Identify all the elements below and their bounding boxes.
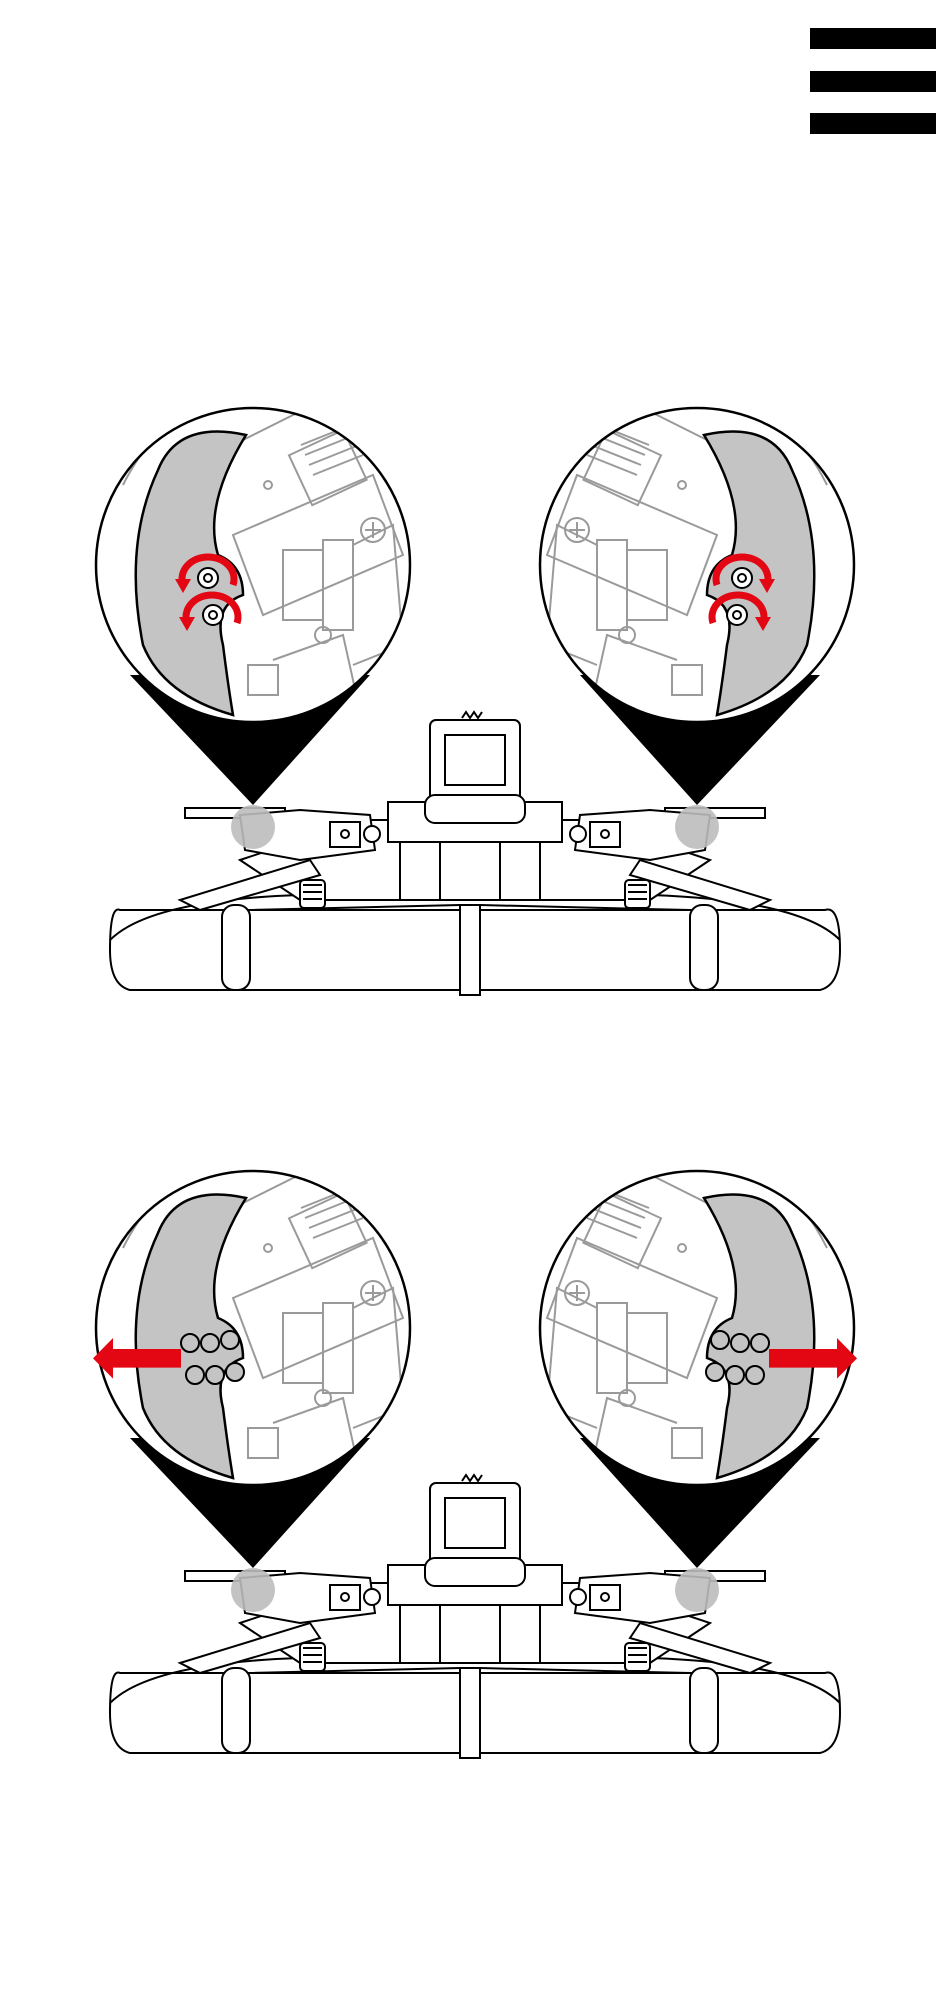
mount-point-left: [231, 805, 275, 849]
step-2: [93, 1168, 857, 1758]
mount-point-right: [675, 805, 719, 849]
step-1: [96, 405, 854, 995]
